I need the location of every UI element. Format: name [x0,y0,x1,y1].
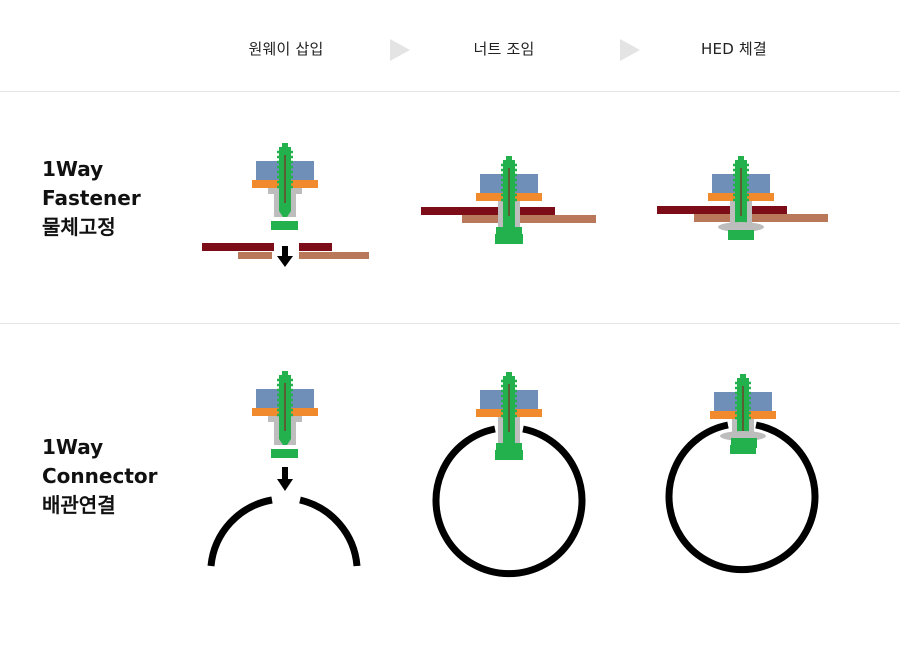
step-label-nut-tighten: 너트 조임 [473,40,535,58]
row-label-line: 1Way [42,435,104,459]
row-label-fastener: 1Way Fastener 물체고정 [42,155,141,242]
step-arrow-icon [390,39,410,61]
fastener-step1-assembly [202,141,369,259]
row-label-line: Connector [42,464,158,488]
connector-step3-assembly [665,372,819,574]
step-arrow-icon [620,39,640,61]
row-label-line: 배관연결 [42,493,116,517]
row-label-line: 물체고정 [42,215,116,239]
fastener-step2-assembly [421,154,596,244]
step-label-insert: 원웨이 삽입 [248,40,324,58]
connector-step2-assembly [432,370,586,578]
fastener-step3-assembly [657,154,828,240]
row-label-line: Fastener [42,186,141,210]
down-arrow-icon [277,467,293,491]
connector-step1-assembly [207,369,361,567]
down-arrow-icon [277,246,293,267]
header-divider [0,91,900,92]
row-label-line: 1Way [42,157,104,181]
row-divider [0,323,900,324]
row-label-connector: 1Way Connector 배관연결 [42,433,157,520]
step-label-hed-fasten: HED 체결 [701,40,767,58]
